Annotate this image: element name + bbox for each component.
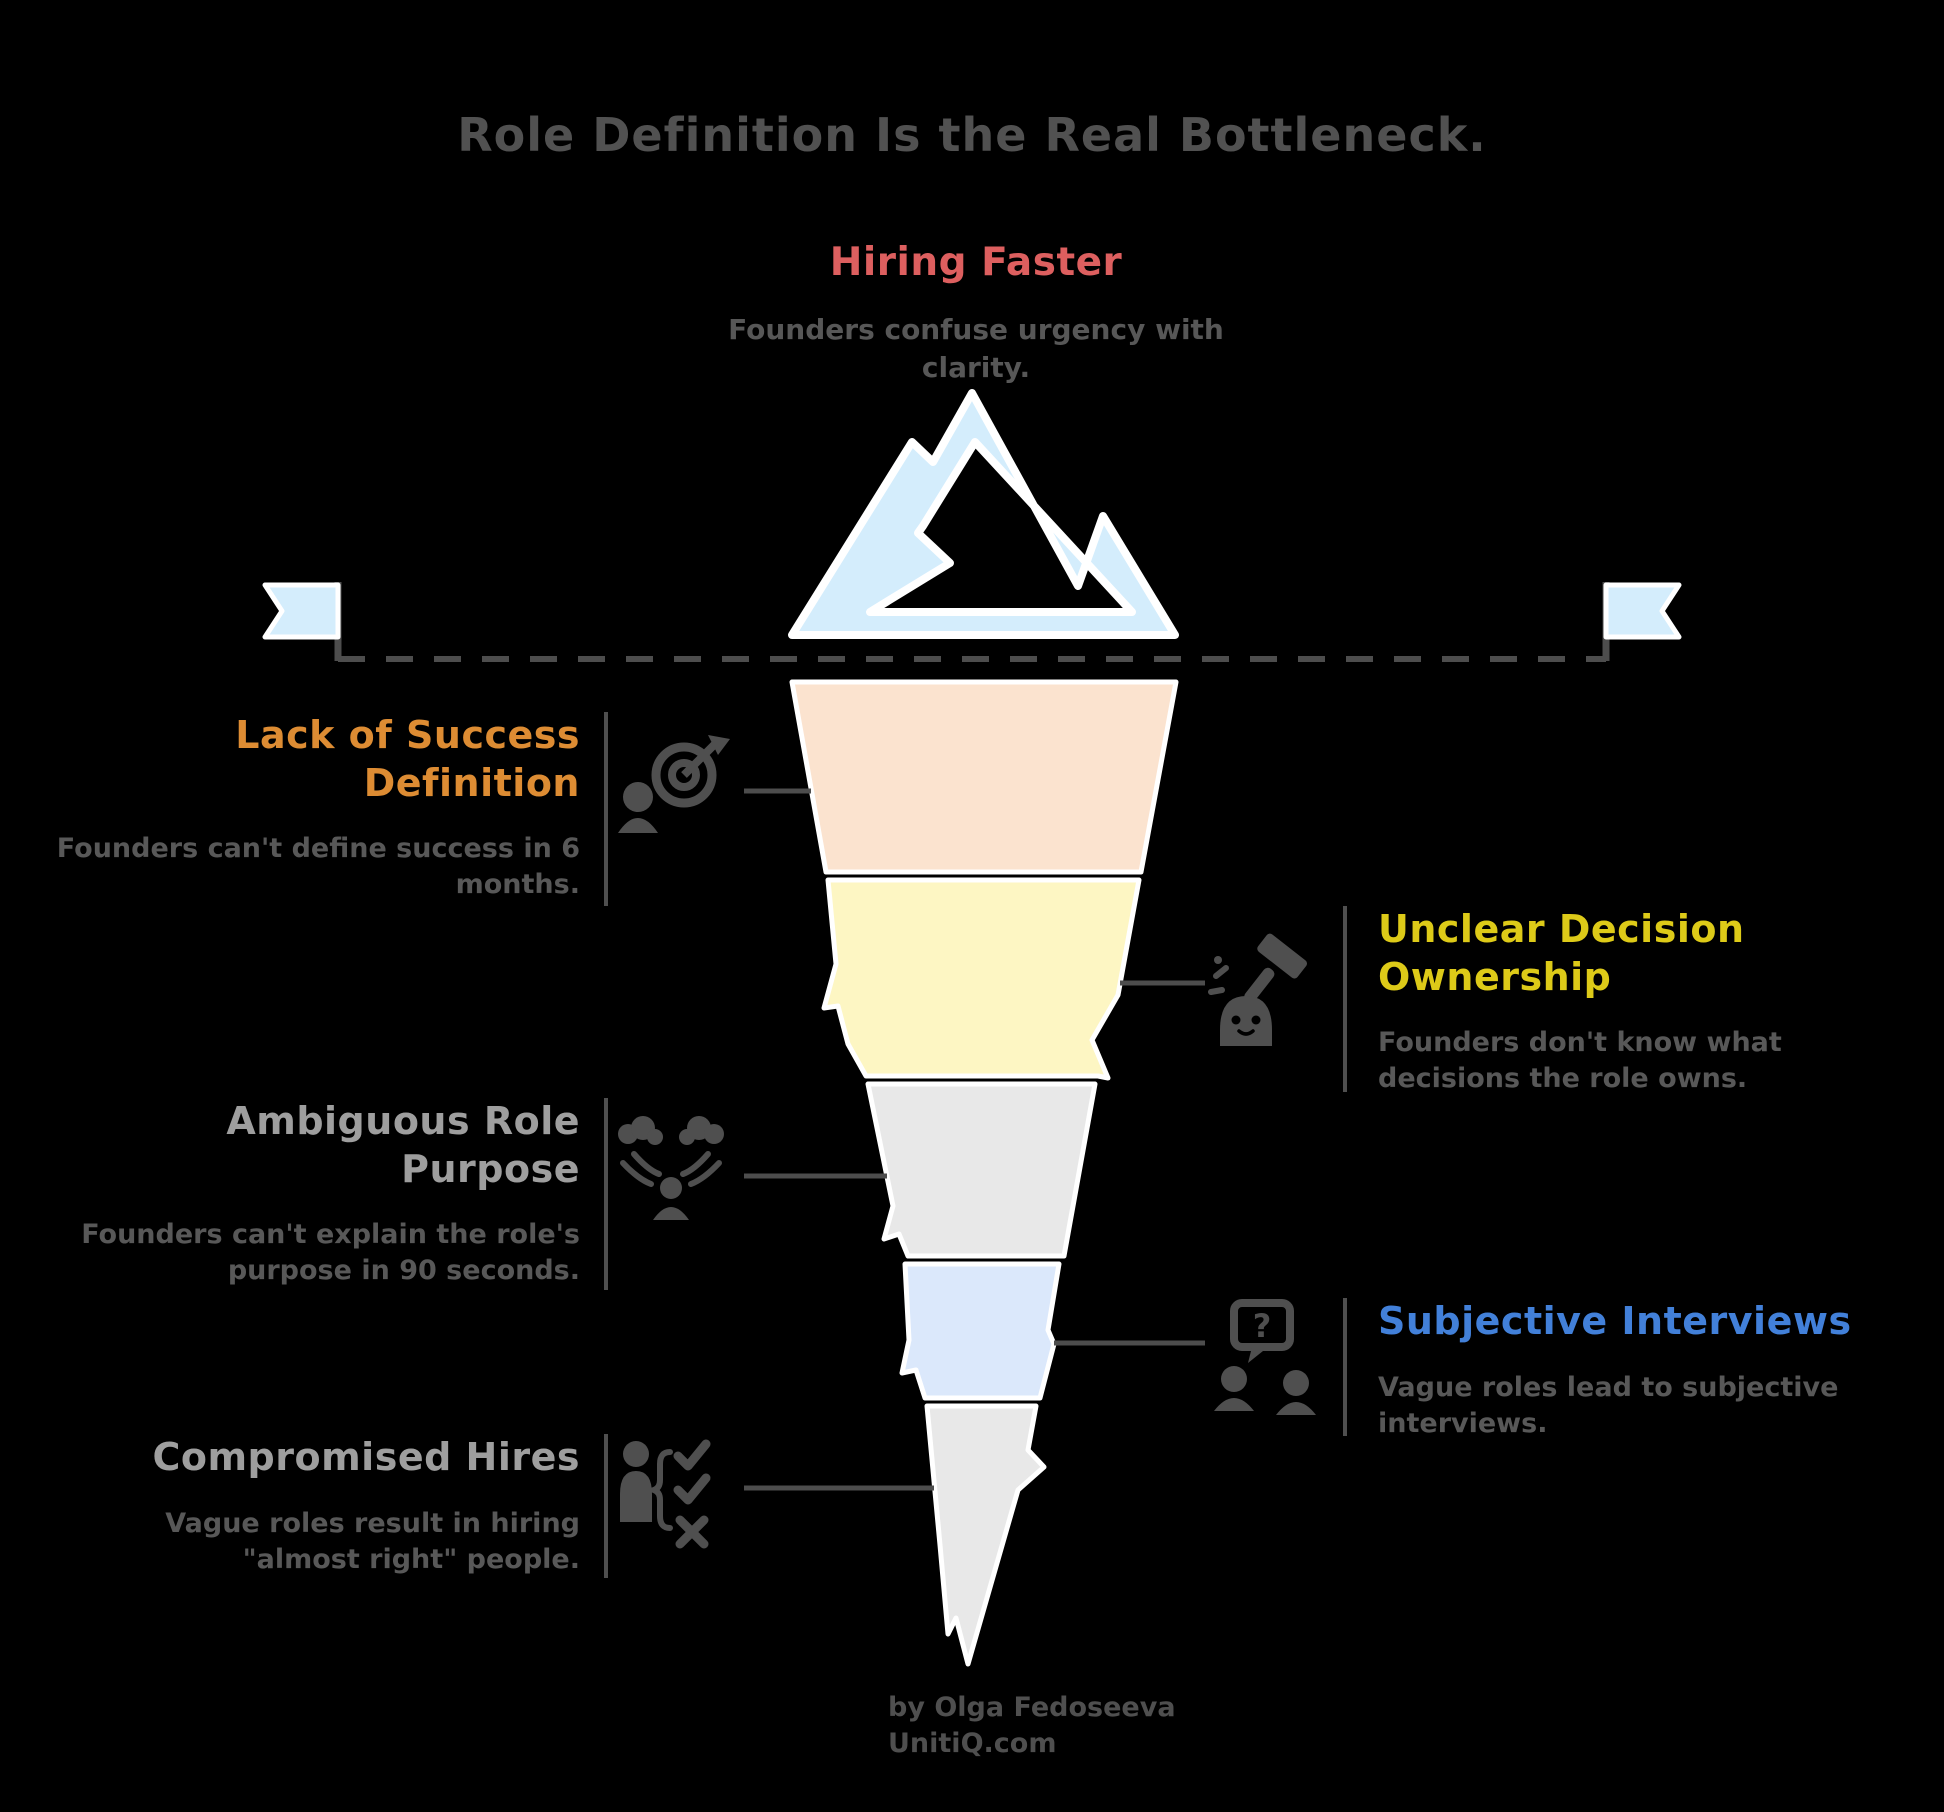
interview-question-icon: ? [1214, 1299, 1316, 1415]
iceberg-segment-unclear-decision-ownership [821, 877, 1142, 1081]
iceberg-above-water-mountain [788, 389, 1179, 639]
footer-byline: by Olga Fedoseeva [888, 1692, 1176, 1723]
footer-credit: by Olga Fedoseeva UnitiQ.com [888, 1690, 1176, 1763]
gavel-alert-icon [1208, 933, 1307, 1046]
question-mark-glyph: ? [1253, 1307, 1272, 1345]
section-ambiguous-role-purpose: Ambiguous Role Purpose Founders can't ex… [40, 1098, 580, 1290]
compromised-hires-description: Vague roles result in hiring "almost rig… [165, 1507, 580, 1575]
footer-website: UnitiQ.com [888, 1728, 1057, 1760]
section-hiring-faster: Hiring Faster Founders confuse urgency w… [726, 240, 1226, 387]
iceberg-segment-ambiguous-role-purpose [865, 1081, 1098, 1259]
section-lack-of-success-definition: Lack of Success Definition Founders can'… [40, 712, 580, 904]
hiring-faster-description: Founders confuse urgency with clarity. [728, 313, 1224, 384]
iceberg-segment-compromised-hires [924, 1403, 1047, 1667]
section-unclear-decision-ownership: Unclear Decision Ownership Founders don'… [1378, 906, 1898, 1098]
subjective-interviews-heading: Subjective Interviews [1378, 1299, 1852, 1343]
iceberg-segment-subjective-interviews [899, 1261, 1062, 1401]
right-flag-icon [1602, 582, 1682, 661]
section-subjective-interviews: Subjective Interviews Vague roles lead t… [1378, 1298, 1898, 1442]
candidate-checklist-icon [620, 1439, 711, 1549]
unclear-decision-heading: Unclear Decision Ownership [1378, 907, 1745, 999]
person-target-icon [618, 735, 730, 833]
ambiguous-role-heading: Ambiguous Role Purpose [226, 1099, 580, 1191]
compromised-hires-heading: Compromised Hires [152, 1435, 580, 1479]
left-flag-icon [262, 582, 342, 661]
lack-of-success-description: Founders can't define success in 6 month… [56, 833, 580, 901]
confused-person-icon [618, 1116, 724, 1220]
lack-of-success-heading: Lack of Success Definition [235, 713, 580, 805]
iceberg-segment-lack-of-success-definition [789, 679, 1179, 875]
section-compromised-hires: Compromised Hires Vague roles result in … [40, 1434, 580, 1578]
ambiguous-role-description: Founders can't explain the role's purpos… [81, 1219, 580, 1287]
unclear-decision-description: Founders don't know what decisions the r… [1378, 1027, 1782, 1095]
hiring-faster-heading: Hiring Faster [829, 240, 1123, 285]
subjective-interviews-description: Vague roles lead to subjective interview… [1378, 1371, 1839, 1439]
page-title: Role Definition Is the Real Bottleneck. [457, 108, 1487, 162]
